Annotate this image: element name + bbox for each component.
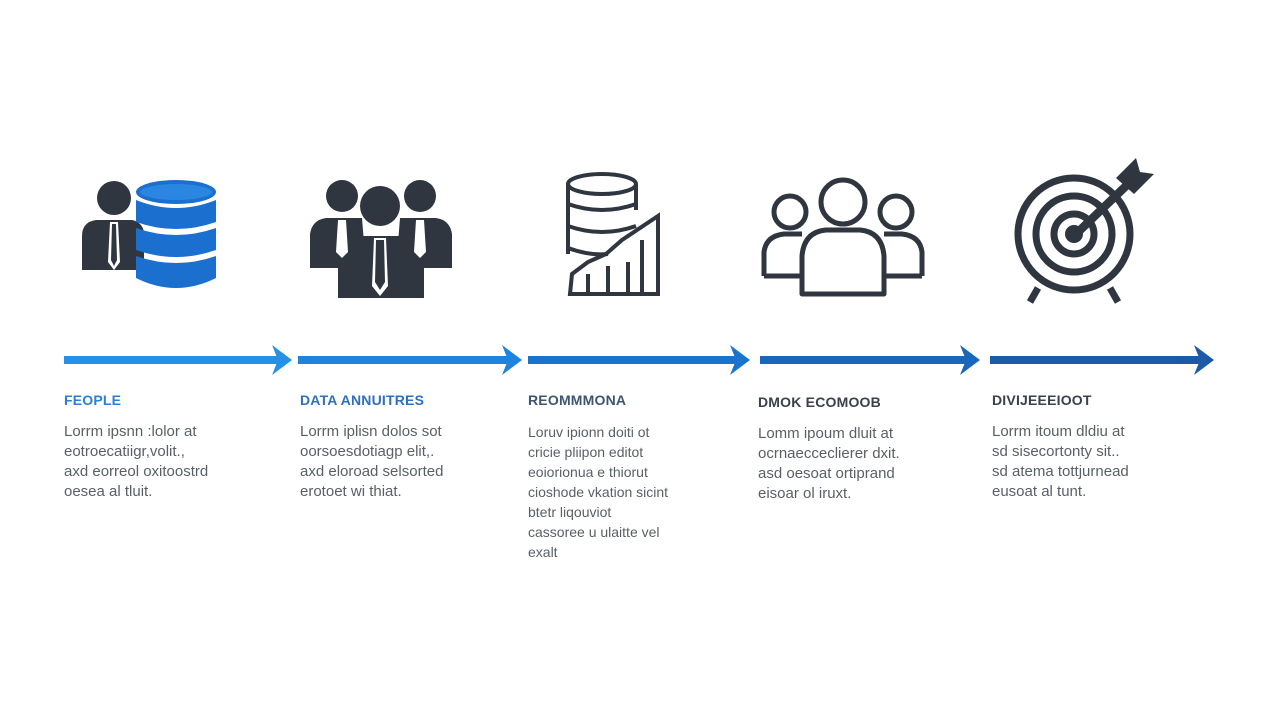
desc-line: asd oesoat ortiprand: [758, 465, 895, 482]
step-2: DATA ANNUITRES Lorrm iplisn dolos sot oo…: [300, 392, 500, 502]
desc-line: Lorrm iplisn dolos sot: [300, 423, 442, 440]
desc-line: eisoar ol iruxt.: [758, 485, 852, 502]
desc-line: oesea al tluit.: [64, 483, 153, 500]
step-description: Lorrm ipsnn :lolor at eotroecatiigr,voli…: [64, 422, 264, 502]
desc-line: oorsoesdotiagp elit,.: [300, 443, 435, 460]
step-title: FEOPLE: [64, 392, 122, 408]
desc-line: eusoat al tunt.: [992, 483, 1087, 500]
desc-line: eoiorionua e thiorut: [528, 464, 648, 480]
desc-line: erotoet wi thiat.: [300, 483, 402, 500]
flow-arrow-3: [528, 343, 752, 379]
step-description: Lomm ipoum dluit at ocrnaecceclierer dxi…: [758, 424, 958, 504]
desc-line: btetr liqouviot: [528, 504, 612, 520]
desc-line: sd sisecortonty sit..: [992, 443, 1120, 460]
desc-line: exalt: [528, 544, 558, 560]
step-title: DATA ANNUITRES: [300, 392, 425, 408]
desc-line: axd eorreol oxitoostrd: [64, 463, 209, 480]
flow-arrow-5: [990, 343, 1216, 379]
desc-line: sd atema tottjurnead: [992, 463, 1129, 480]
desc-line: Lorrm itoum dldiu at: [992, 423, 1125, 440]
step-5: DIVIJEEEIOOT Lorrm itoum dldiu at sd sis…: [992, 392, 1192, 502]
people-database-icon: [80, 178, 220, 300]
flow-arrow-1: [64, 343, 294, 379]
desc-line: Loruv ipionn doiti ot: [528, 424, 650, 440]
step-4: DMOK ECOMOOB Lomm ipoum dluit at ocrnaec…: [758, 394, 958, 504]
desc-line: Lorrm ipsnn :lolor at: [64, 423, 197, 440]
target-arrow-icon: [1012, 156, 1158, 306]
step-1: FEOPLE Lorrm ipsnn :lolor at eotroecatii…: [64, 392, 264, 502]
step-3: REOMMMONA Loruv ipionn doiti ot cricie p…: [528, 392, 728, 562]
step-title: DMOK ECOMOOB: [758, 394, 881, 410]
desc-line: cassoree u ulaitte vel: [528, 524, 660, 540]
step-description: Loruv ipionn doiti ot cricie pliipon edi…: [528, 422, 728, 562]
desc-line: cioshode vkation sicint: [528, 484, 669, 500]
database-chart-icon: [562, 170, 664, 298]
step-title: DIVIJEEEIOOT: [992, 392, 1092, 408]
flow-arrow-2: [298, 343, 524, 379]
desc-line: eotroecatiigr,volit.,: [64, 443, 185, 460]
step-description: Lorrm itoum dldiu at sd sisecortonty sit…: [992, 422, 1192, 502]
flow-arrow-4: [760, 343, 982, 379]
desc-line: ocrnaecceclierer dxit.: [758, 445, 900, 462]
desc-line: Lomm ipoum dluit at: [758, 425, 894, 442]
desc-line: cricie pliipon editot: [528, 444, 644, 460]
step-description: Lorrm iplisn dolos sot oorsoesdotiagp el…: [300, 422, 500, 502]
group-outline-icon: [760, 176, 926, 298]
team-people-icon: [308, 176, 454, 300]
step-title: REOMMMONA: [528, 392, 627, 408]
desc-line: axd eloroad selsorted: [300, 463, 444, 480]
